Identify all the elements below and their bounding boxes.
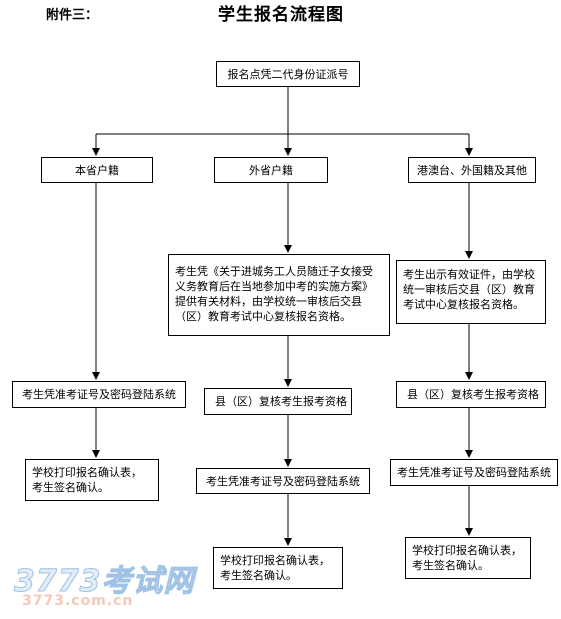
other-province-review-box: 县（区）复核考生报考资格 <box>204 388 352 415</box>
other-province-print-box: 学校打印报名确认表，考生签名确认。 <box>213 547 343 589</box>
hk-macau-review-box: 县（区）复核考生报考资格 <box>396 381 546 408</box>
other-province-login-box: 考生凭准考证号及密码登陆系统 <box>196 468 370 494</box>
hk-macau-print-box: 学校打印报名确认表，考生签名确认。 <box>405 537 531 579</box>
start-box: 报名点凭二代身份证派号 <box>216 61 360 87</box>
local-login-box: 考生凭准考证号及密码登陆系统 <box>12 381 186 408</box>
page-title: 学生报名流程图 <box>218 5 344 25</box>
branch-other-province-box: 外省户籍 <box>214 157 328 183</box>
attachment-label: 附件三： <box>46 8 99 23</box>
local-print-box: 学校打印报名确认表，考生签名确认。 <box>25 459 159 501</box>
branch-hk-macau-foreign-box: 港澳台、外国籍及其他 <box>408 157 536 183</box>
watermark-domain: 3773.com.cn <box>22 593 134 609</box>
watermark-logo: 3773考试网 <box>14 564 195 600</box>
other-province-materials-box: 考生凭《关于进城务工人员随迁子女接受义务教育后在当地参加中考的实施方案》提供有关… <box>168 254 390 336</box>
branch-local-box: 本省户籍 <box>41 157 153 183</box>
hk-macau-login-box: 考生凭准考证号及密码登陆系统 <box>390 459 558 486</box>
hk-macau-documents-box: 考生出示有效证件，由学校统一审核后交县（区）教育考试中心复核报名资格。 <box>396 260 546 324</box>
